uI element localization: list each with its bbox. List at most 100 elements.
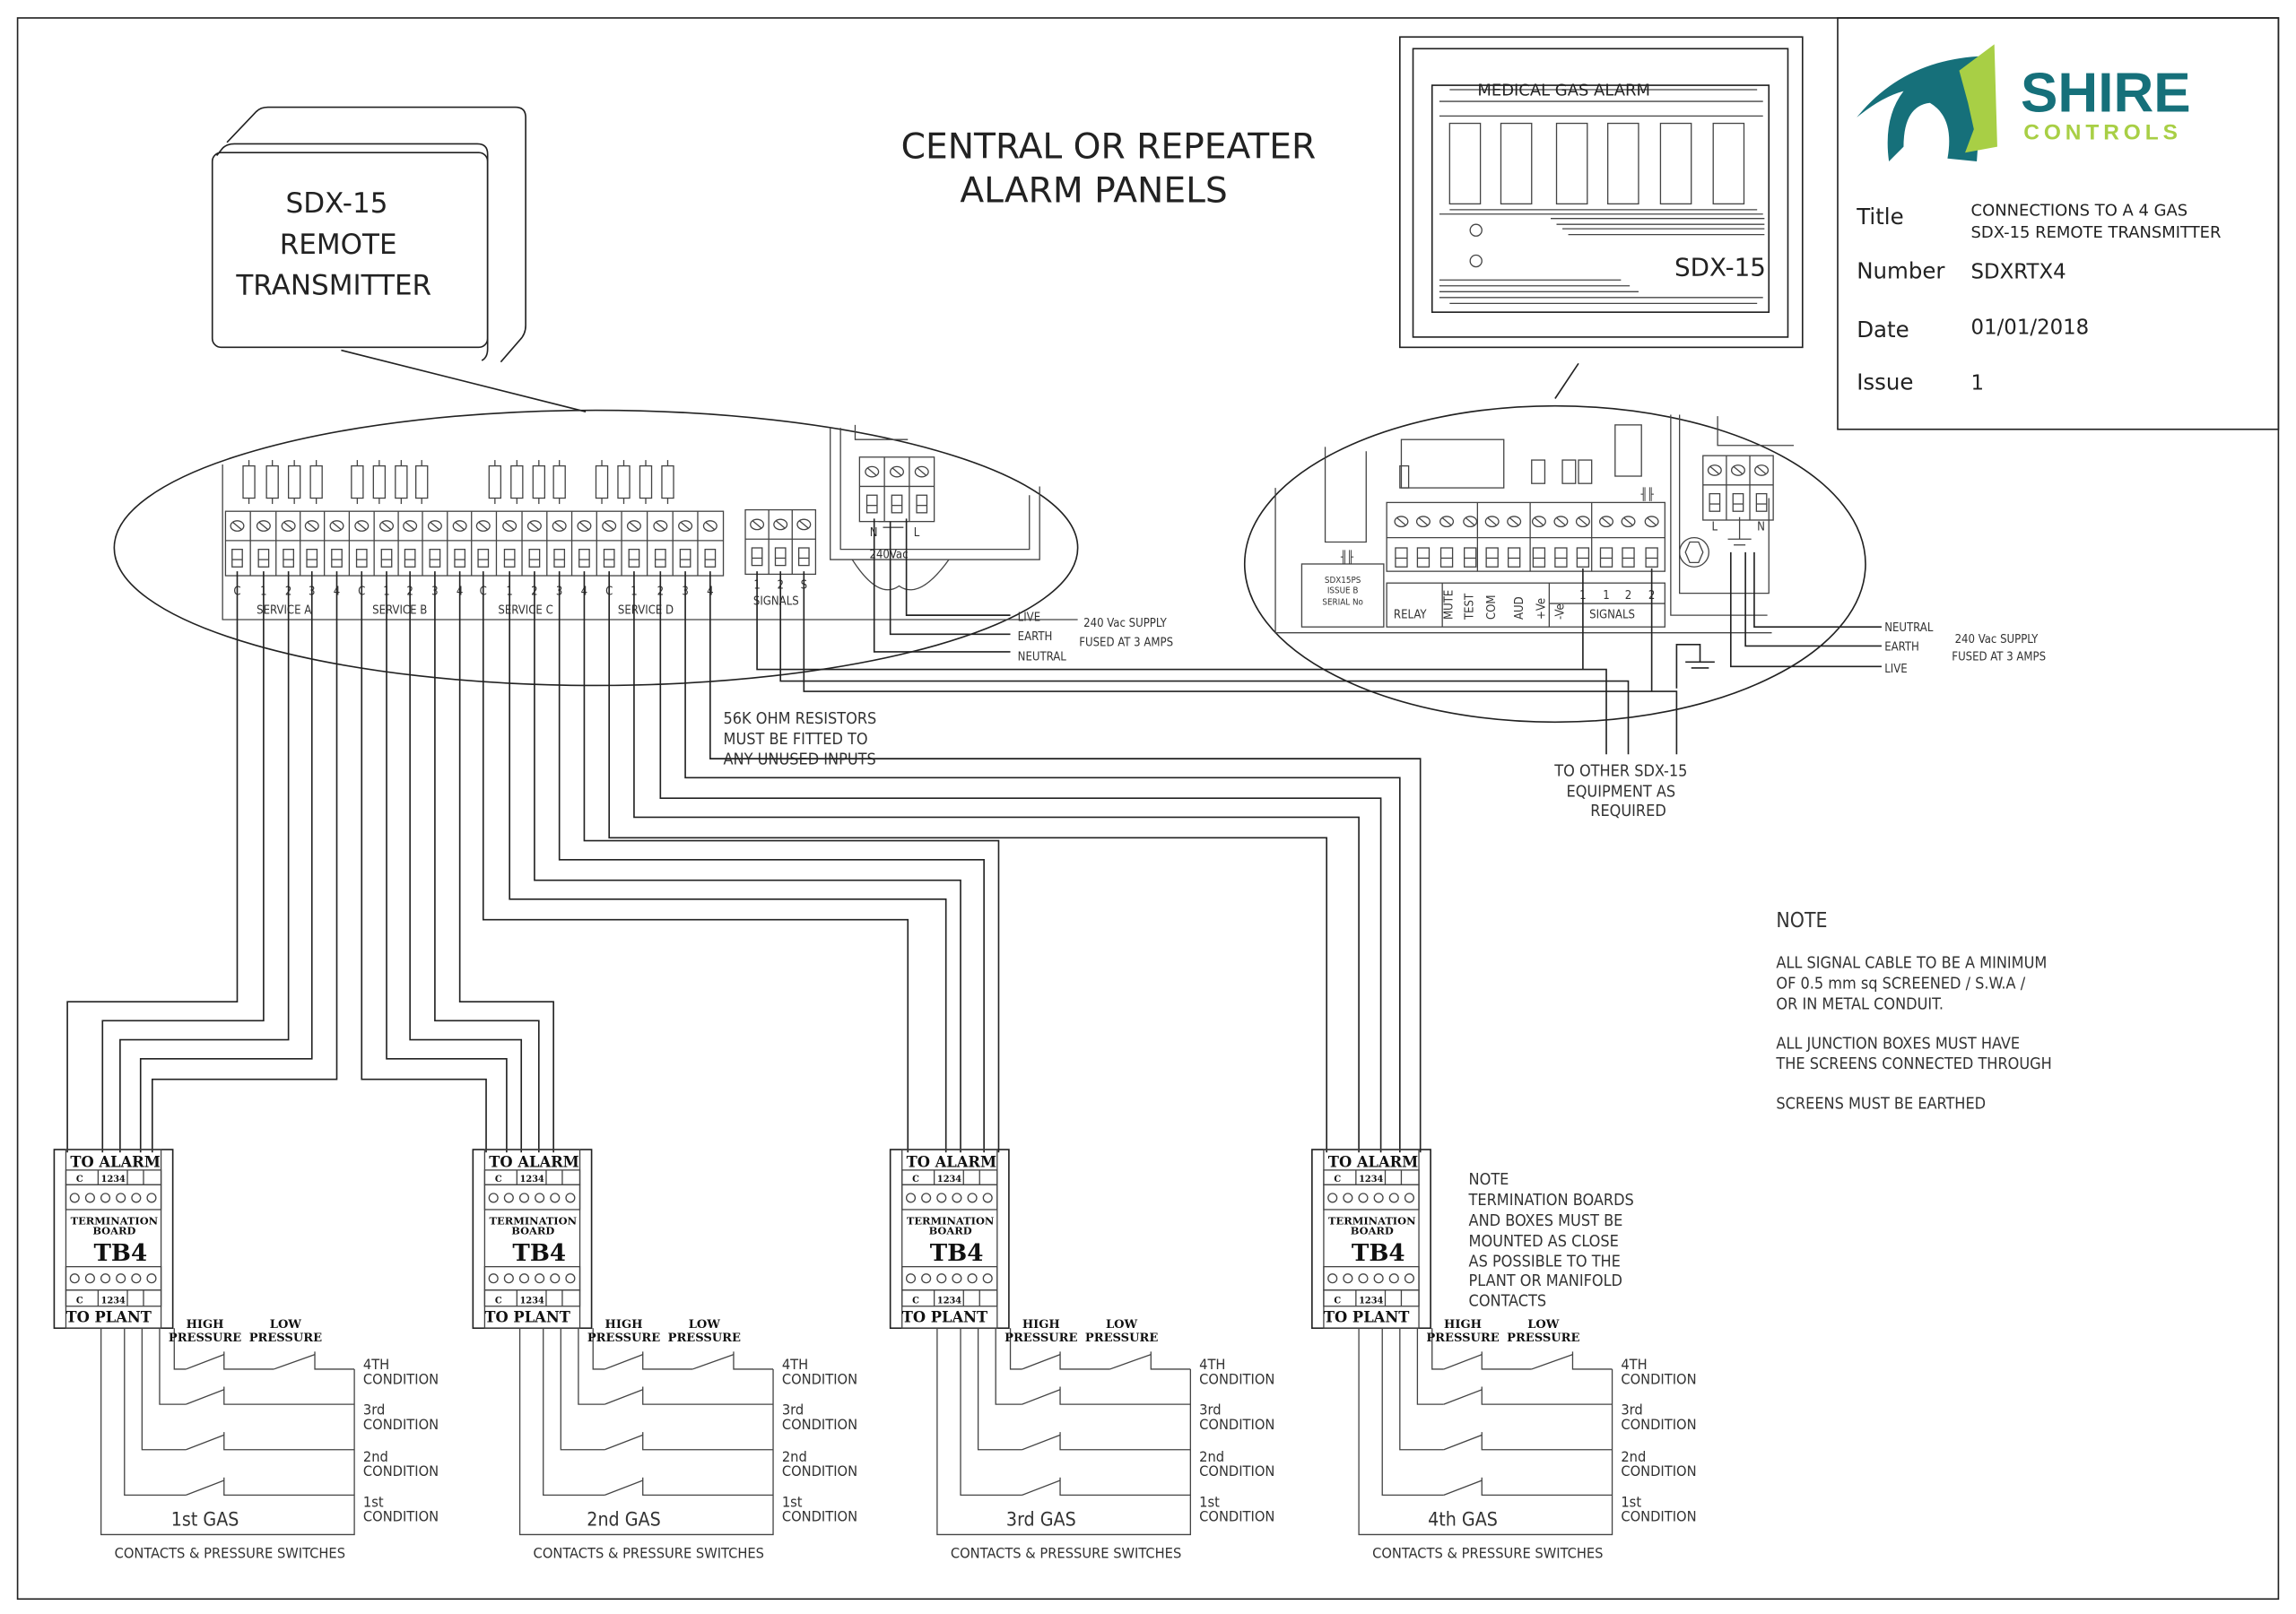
service-b-label: SERVICE B — [372, 603, 427, 617]
terminal-clamp — [404, 549, 416, 568]
heading-central-line-2: ALARM PANELS — [960, 171, 1227, 212]
resistor-note-2: MUST BE FITTED TO — [724, 730, 868, 749]
numbers-label: 1234 — [520, 1175, 544, 1184]
right-supply-note-2: FUSED AT 3 AMPS — [1952, 651, 2046, 664]
switch-contact-icon — [604, 1434, 643, 1451]
led-icon — [1469, 254, 1483, 268]
common-wire — [518, 1328, 774, 1536]
tb-note-line: PLANT OR MANIFOLD — [1469, 1271, 1622, 1290]
service-d-label: SERVICE D — [618, 603, 674, 617]
terminal-clamp — [1755, 492, 1768, 512]
bus-wire — [66, 571, 239, 1153]
terminal-clamp — [1576, 547, 1590, 568]
terminal-hole-icon — [84, 1273, 95, 1284]
low-pressure-label: PRESSURE — [668, 1332, 741, 1345]
resistor-icon — [242, 464, 256, 499]
serial-line-1: SDX15PS — [1325, 576, 1361, 586]
bus-wire — [709, 571, 1422, 1153]
serial-line-3: SERIAL No — [1322, 598, 1363, 608]
right-supply-earth-label: EARTH — [1884, 640, 1919, 654]
bus-wire — [458, 571, 554, 1153]
screw-icon — [653, 520, 668, 532]
supply-neutral-label: NEUTRAL — [1018, 651, 1067, 664]
terminal-clamp — [774, 547, 787, 567]
psu-l-label: L — [914, 526, 920, 540]
bus-wire — [684, 571, 1401, 1153]
condition-label: CONDITION — [1199, 1508, 1274, 1525]
terminal-clamp — [1554, 547, 1568, 568]
terminal-hole-icon — [503, 1273, 514, 1284]
alarm-panel-indicators — [1448, 122, 1745, 204]
condition-label: CONDITION — [1199, 1462, 1274, 1480]
service-a-label: SERVICE A — [257, 603, 311, 617]
screw-icon — [914, 465, 929, 478]
terminal-hole-icon — [84, 1193, 95, 1203]
right-supply-note-1: 240 Vac SUPPLY — [1955, 633, 2039, 646]
board-name-1: TERMINATION — [71, 1214, 158, 1227]
note-p1-line-1: ALL SIGNAL CABLE TO BE A MINIMUM — [1776, 954, 2047, 973]
switch-contact-icon — [186, 1480, 225, 1496]
to-plant-label: TO PLANT — [1324, 1309, 1409, 1326]
to-alarm-label: TO ALARM — [907, 1154, 996, 1171]
terminal-clamp — [751, 547, 763, 567]
condition-wire — [995, 1328, 1022, 1405]
to-plant-label: TO PLANT — [902, 1309, 987, 1326]
resistor-icon — [661, 464, 674, 499]
terminal-clamp — [578, 549, 590, 568]
tb-note-line: MOUNTED AS CLOSE — [1469, 1232, 1619, 1251]
screw-icon — [1484, 516, 1500, 528]
tb-note-line: NOTE — [1469, 1170, 1509, 1189]
switch-contact-icon — [1022, 1480, 1061, 1496]
terminal-hole-icon — [1358, 1193, 1369, 1203]
terminal-hole-icon — [535, 1273, 545, 1284]
title-block: SHIRE CONTROLS Title CONNECTIONS TO A 4 … — [1837, 17, 2280, 430]
resistor-icon — [510, 464, 524, 499]
gas-label: 1st GAS — [171, 1509, 239, 1532]
switch-contact-icon — [604, 1354, 643, 1370]
resistor-icon — [351, 464, 364, 499]
common-wire — [1358, 1328, 1613, 1536]
terminal-hole-icon — [488, 1193, 499, 1203]
terminal-hole-icon — [936, 1273, 947, 1284]
numbers-label: 1234 — [520, 1296, 544, 1306]
screw-icon — [890, 465, 904, 478]
condition-label: 1st — [1621, 1493, 1641, 1510]
company-logo: SHIRE CONTROLS — [1857, 44, 2191, 162]
terminal-clamp — [1464, 547, 1477, 568]
terminal-hole-icon — [936, 1193, 947, 1203]
high-pressure-label: HIGH — [187, 1318, 224, 1332]
condition-label: 2nd — [782, 1448, 807, 1465]
serial-line-2: ISSUE B — [1327, 586, 1359, 596]
service-bus-wiring — [66, 571, 1422, 1153]
terminal-hole-icon — [1358, 1273, 1369, 1284]
terminal-hole-icon — [550, 1273, 561, 1284]
condition-label: CONDITION — [363, 1416, 439, 1433]
resistor-icon — [287, 464, 301, 499]
signal-link-wiring — [756, 568, 1678, 755]
tb-note-line: AS POSSIBLE TO THE — [1469, 1253, 1621, 1271]
condition-label: 3rd — [363, 1401, 385, 1419]
positive-label: +Ve — [1535, 598, 1548, 620]
high-pressure-label: HIGH — [1444, 1318, 1482, 1332]
terminal-clamp — [797, 547, 810, 567]
bus-wire — [509, 571, 947, 1153]
remote-transmitter: SDX-15 REMOTE TRANSMITTER — [211, 106, 587, 412]
condition-label: CONDITION — [1199, 1370, 1274, 1387]
condition-label: CONDITION — [1621, 1462, 1696, 1480]
bus-wire — [534, 571, 961, 1153]
terminal-hole-icon — [905, 1193, 917, 1203]
low-pressure-label: LOW — [1527, 1318, 1560, 1332]
high-pressure-label: PRESSURE — [169, 1332, 241, 1345]
condition-label: 3rd — [1621, 1401, 1642, 1419]
screw-icon — [865, 465, 880, 478]
terminal-hole-icon — [131, 1273, 142, 1284]
supply-note-1: 240 Vac SUPPLY — [1083, 617, 1168, 630]
condition-label: 1st — [782, 1493, 803, 1510]
terminal-hole-icon — [921, 1193, 932, 1203]
terminal-hole-icon — [131, 1193, 142, 1203]
terminal-clamp — [603, 549, 615, 568]
condition-label: 3rd — [1199, 1401, 1221, 1419]
issue-value: 1 — [1971, 372, 1985, 395]
